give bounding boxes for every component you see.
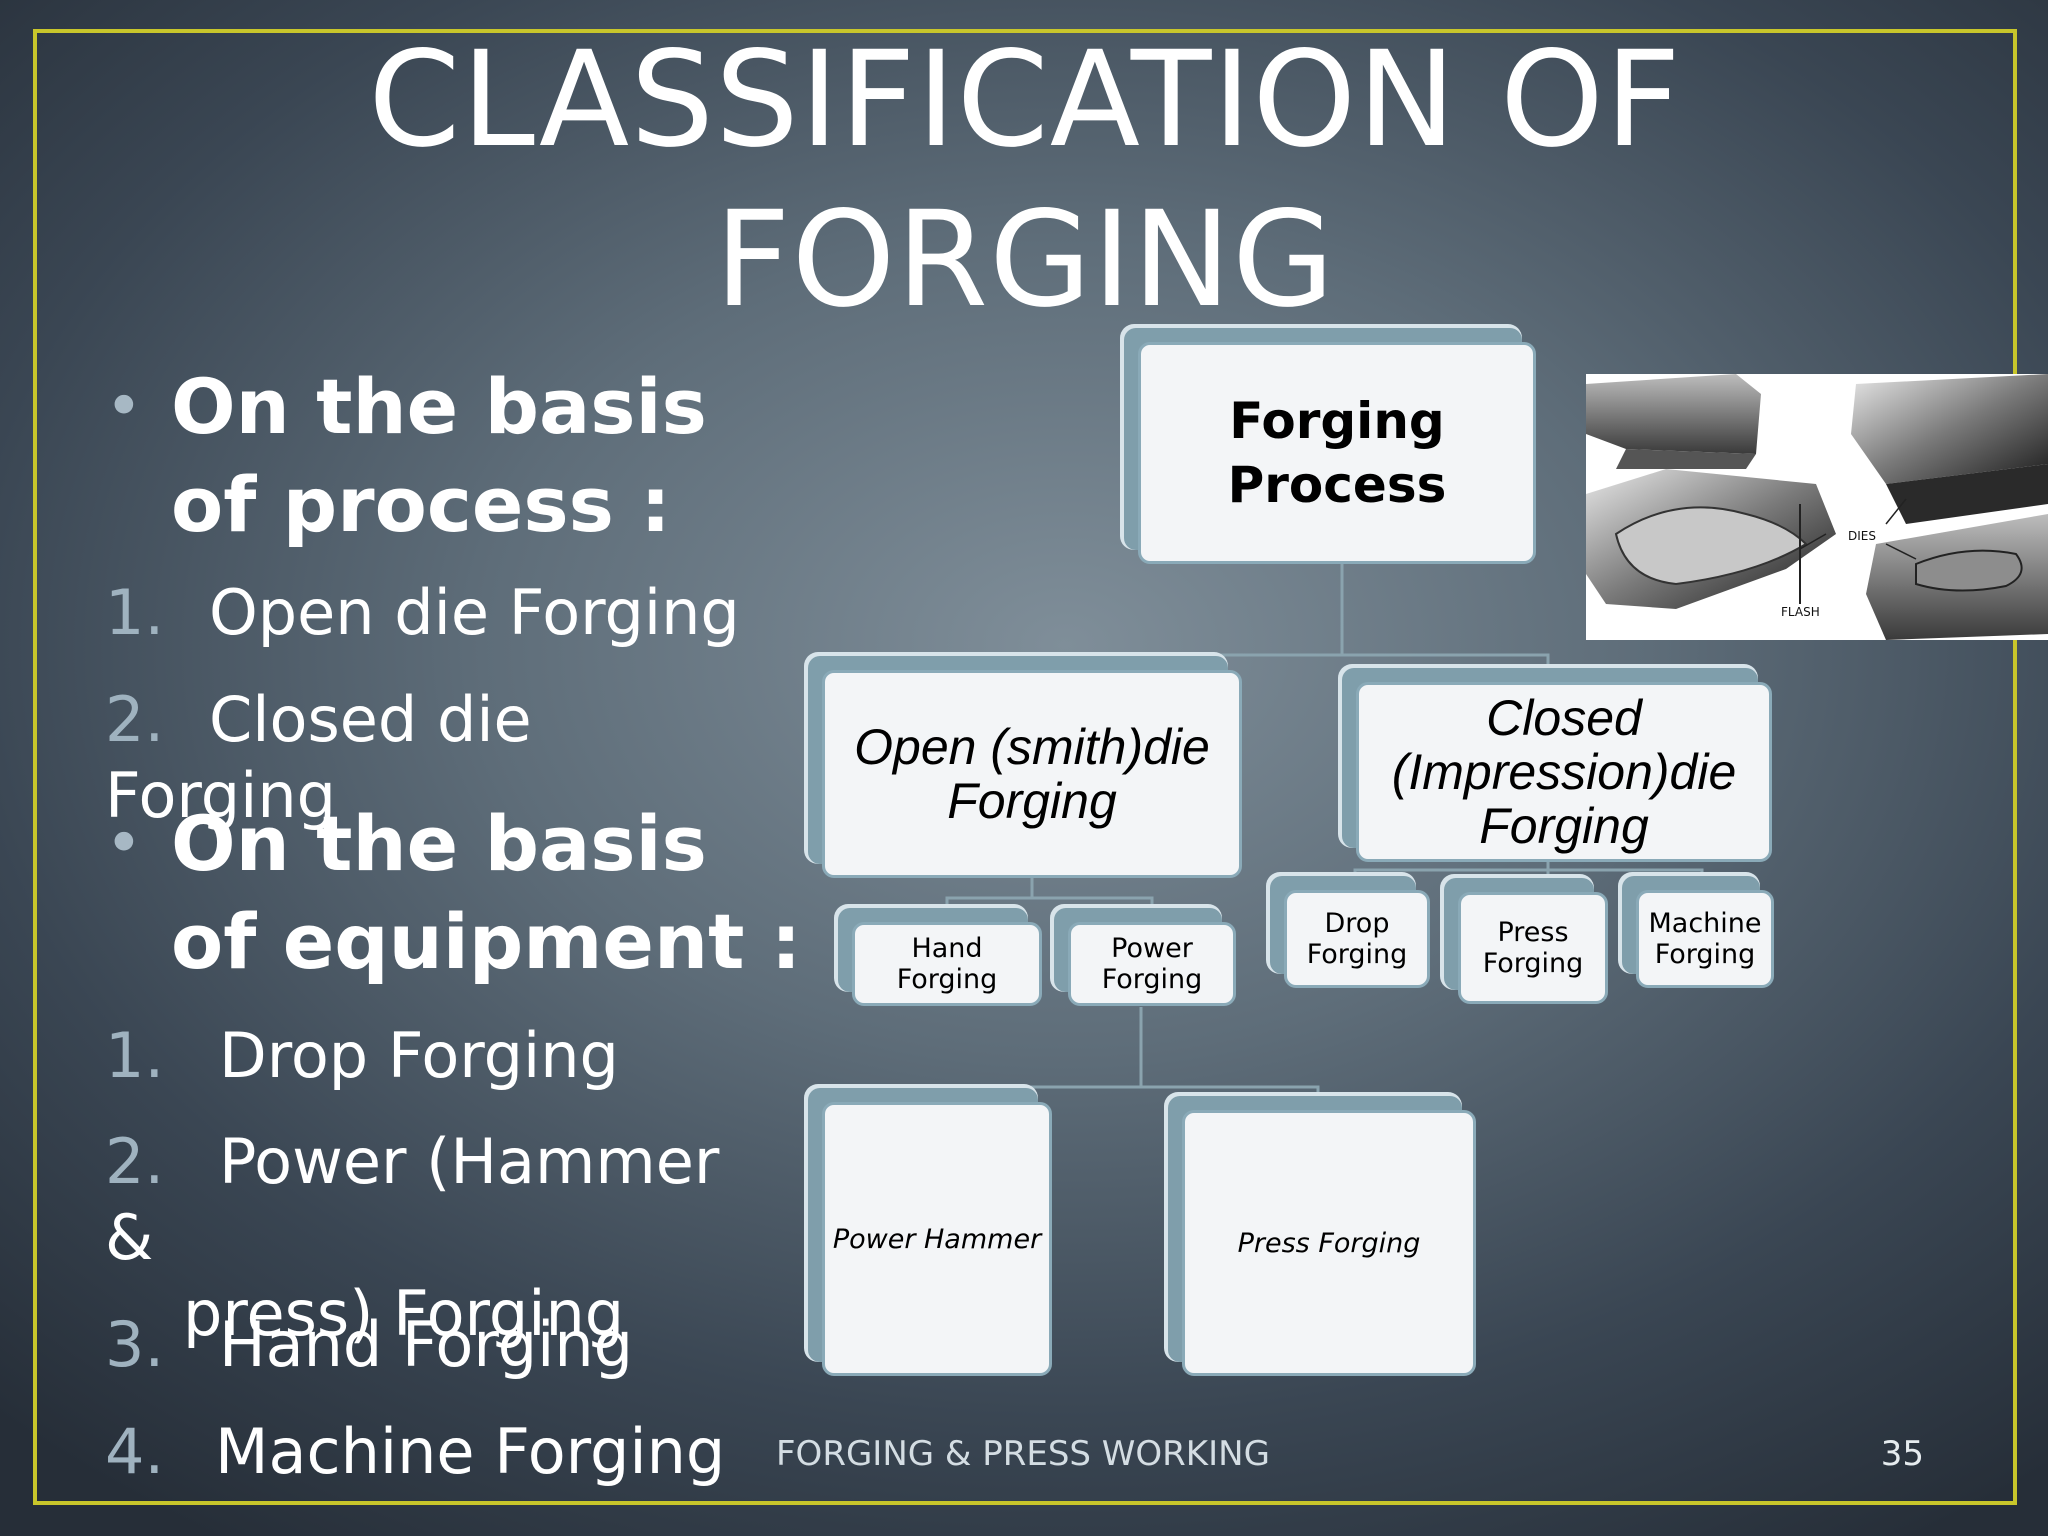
slide-title: CLASSIFICATION OF FORGING	[368, 23, 1682, 337]
box-text: Machine	[1648, 908, 1762, 939]
process-item-1: 1. Open die Forging	[105, 575, 765, 651]
item-text-continued: press) Forging	[183, 1277, 625, 1350]
box-text: Forging	[1479, 798, 1649, 854]
connector-open-power	[1032, 896, 1154, 913]
page-number: 35	[1880, 1434, 1924, 1474]
forging-dies-photo: DIES FLASH	[1586, 374, 2048, 640]
process-item-2: 2.Closed die Forging	[105, 682, 765, 834]
bullet-equipment: • On the basis of equipment :	[105, 795, 811, 991]
box-text: Press Forging	[1237, 1227, 1421, 1259]
box-text: (Impression)die	[1391, 744, 1737, 800]
box-text: Forging	[1229, 392, 1445, 450]
connector-power-hammer	[923, 1007, 1143, 1102]
connector-root-open	[1030, 560, 1344, 670]
item-number: 2.	[105, 683, 165, 756]
box-text: Forging	[896, 964, 998, 995]
forging-dies-illustration: DIES FLASH	[1586, 374, 2048, 640]
bullet-process-text: On the basis of process :	[171, 362, 707, 549]
box-power-hammer: Power Hammer	[822, 1102, 1052, 1376]
connector-closed-drop	[1353, 862, 1550, 888]
box-text: Drop	[1324, 908, 1390, 939]
connector-open-hand	[945, 878, 1034, 913]
connector-power-press	[1141, 1085, 1320, 1102]
bullet-dot: •	[105, 370, 143, 444]
item-number: 2.	[105, 1125, 165, 1198]
item-number: 4.	[105, 1415, 165, 1488]
equipment-item-2: 2.Power (Hammer & press) Forging	[105, 1124, 765, 1352]
photo-label-flash: FLASH	[1781, 605, 1820, 619]
bullet-equipment-text: On the basis of equipment :	[171, 799, 802, 986]
box-text: Forging	[947, 773, 1117, 829]
item-text: Drop Forging	[219, 1019, 619, 1092]
connector-root-closed	[1342, 653, 1550, 670]
equipment-item-1: 1. Drop Forging	[105, 1018, 765, 1094]
box-text: Forging	[1101, 964, 1203, 995]
box-text: Closed	[1486, 690, 1642, 746]
slide-frame	[33, 29, 2017, 1505]
item-number: 1.	[105, 1019, 165, 1092]
equipment-item-4: 4. Machine Forging	[105, 1414, 765, 1490]
connector-closed-machine	[1548, 868, 1704, 888]
box-text: Hand	[911, 933, 983, 964]
box-text: Press	[1497, 917, 1569, 948]
item-text: Machine Forging	[215, 1415, 726, 1488]
item-text: Open die Forging	[209, 576, 740, 649]
box-text: Process	[1227, 456, 1447, 514]
box-text: Power	[1111, 933, 1193, 964]
slide-footer: FORGING & PRESS WORKING	[776, 1434, 1270, 1474]
item-text: Power (Hammer &	[105, 1125, 720, 1274]
box-text: Power Hammer	[832, 1223, 1042, 1255]
box-text: Forging	[1306, 939, 1408, 970]
equipment-item-3: 3. Hand Forging	[105, 1307, 765, 1383]
photo-label-dies: DIES	[1848, 529, 1876, 543]
box-text: Open (smith)die	[854, 719, 1210, 775]
box-text: Forging	[1654, 939, 1756, 970]
box-press-forging-leaf: Press Forging	[1182, 1110, 1476, 1376]
box-text: Forging	[1482, 948, 1584, 979]
bullet-dot: •	[105, 807, 143, 881]
item-number: 3.	[105, 1308, 165, 1381]
item-text: Closed die Forging	[105, 683, 532, 832]
bullet-process: • On the basis of process :	[105, 358, 811, 554]
item-text: Hand Forging	[219, 1308, 633, 1381]
item-number: 1.	[105, 576, 165, 649]
